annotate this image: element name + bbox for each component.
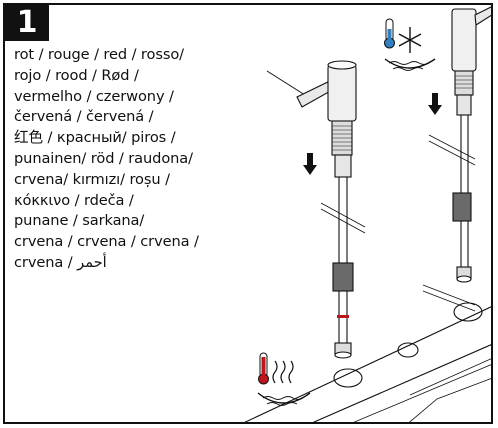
down-arrow-icon bbox=[428, 93, 442, 115]
installation-illustration bbox=[244, 6, 491, 422]
instruction-panel: 1 rot / rouge / red / rosso/ rojo / rood… bbox=[3, 3, 493, 424]
color-name-line: červená / červená / bbox=[14, 108, 154, 126]
color-name-line: rojo / rood / Rød / bbox=[14, 66, 139, 84]
color-name-line: rot / rouge / red / rosso/ bbox=[14, 46, 184, 63]
front-dispenser bbox=[296, 60, 357, 359]
red-marker-band bbox=[337, 315, 349, 318]
color-name-line: crvena/ kırmızı/ roșu / bbox=[14, 170, 170, 188]
color-name-line: punainen/ röd / raudona/ bbox=[14, 149, 193, 167]
down-arrow-icon bbox=[303, 153, 317, 175]
color-name-line: 红色 / красный/ piros / bbox=[14, 129, 176, 147]
thermometer-steam-water-icon bbox=[257, 352, 311, 406]
thermometer-snowflake-water-icon bbox=[384, 18, 436, 71]
color-name-line: crvena / أحمر bbox=[14, 253, 107, 271]
leader-line bbox=[266, 70, 306, 96]
color-name-line: crvena / crvena / crvena / bbox=[14, 233, 199, 251]
color-name-list: rot / rouge / red / rosso/ rojo / rood /… bbox=[14, 45, 279, 274]
color-name-line: vermelho / czerwony / bbox=[14, 87, 174, 105]
rear-dispenser bbox=[451, 6, 491, 283]
step-number-badge: 1 bbox=[5, 5, 49, 41]
color-name-line: κόκκινο / rdeča / bbox=[14, 191, 134, 209]
color-name-line: punane / sarkana/ bbox=[14, 212, 145, 230]
